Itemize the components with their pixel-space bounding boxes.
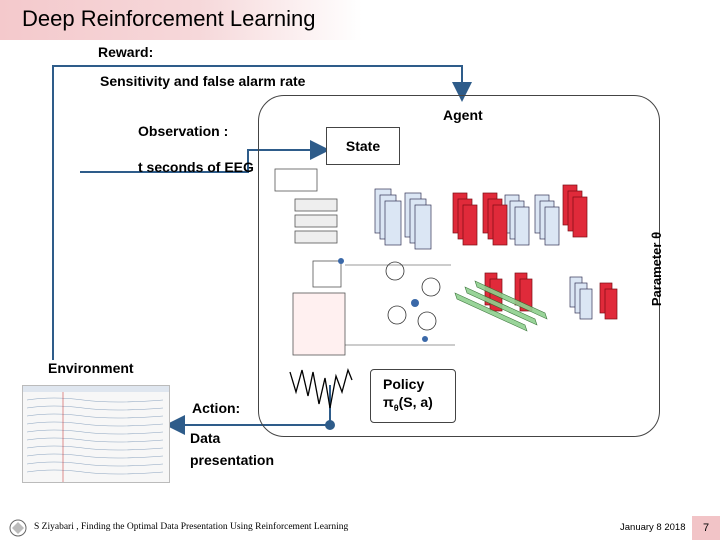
eeg-screenshot-thumbnail: [22, 385, 170, 483]
reward-label: Reward:: [98, 44, 154, 60]
policy-label: Policy: [383, 376, 425, 392]
observation-label: Observation :: [138, 123, 229, 139]
parameter-label: Parameter θ: [649, 231, 664, 307]
action-description-line2: presentation: [190, 452, 275, 468]
action-label: Action:: [192, 400, 241, 416]
agent-label: Agent: [443, 107, 483, 123]
policy-box: Policy πθ(S, a): [370, 369, 456, 423]
reward-arrow-line: [52, 65, 472, 360]
observation-arrow-line: [80, 140, 330, 173]
footer-date: January 8 2018: [620, 522, 686, 533]
reward-description: Sensitivity and false alarm rate: [100, 73, 306, 89]
policy-formula: πθ(S, a): [383, 394, 433, 413]
agent-box: [258, 95, 660, 437]
footer-citation: S Ziyabari , Finding the Optimal Data Pr…: [34, 522, 349, 532]
slide-title: Deep Reinforcement Learning: [22, 6, 316, 31]
action-description-line1: Data: [190, 430, 221, 446]
eeg-traces-image: [23, 386, 169, 482]
observation-description: t seconds of EEG: [138, 159, 254, 175]
state-box: State: [326, 127, 400, 165]
environment-label: Environment: [48, 360, 134, 376]
waveform-icon: [289, 367, 353, 409]
title-bar: [0, 0, 362, 40]
page-number: 7: [692, 516, 720, 540]
state-label: State: [345, 138, 381, 154]
network-architecture-figure: [274, 168, 618, 356]
university-logo-icon: [9, 519, 27, 537]
